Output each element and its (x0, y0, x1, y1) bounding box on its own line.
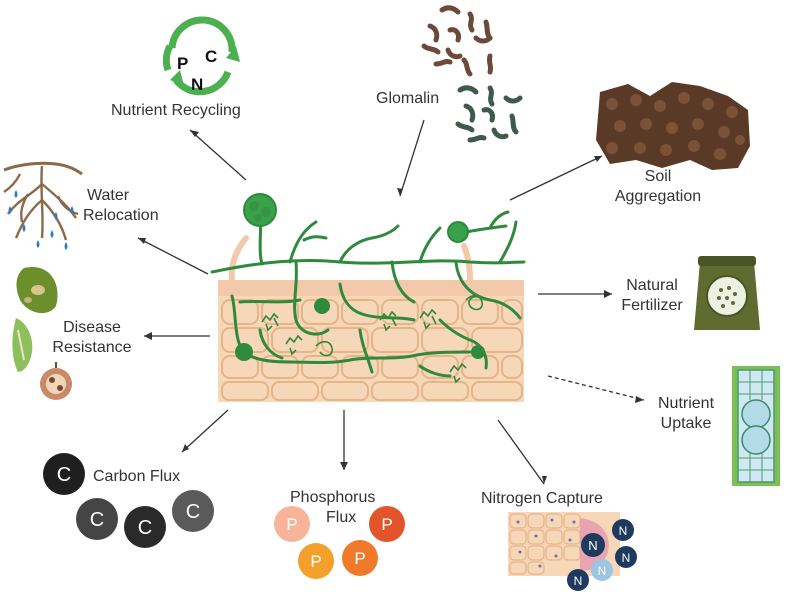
root-hair (228, 235, 249, 283)
label-natural-fertilizer-line1: Natural (626, 277, 678, 294)
nitrogen-letter: N (574, 574, 583, 588)
phosphorus-letter: P (286, 515, 297, 534)
phosphorus-circle-icon: P (298, 543, 334, 579)
cycle-letter-n: N (191, 75, 203, 94)
carbon-circle-icon: C (76, 498, 118, 540)
label-nutrient-uptake-line1: Nutrient (657, 395, 715, 412)
cycle-letter-p: P (177, 54, 188, 73)
glomalin-icon (421, 5, 523, 143)
label-nutrient-uptake: Nutrient Uptake (648, 394, 724, 434)
label-disease-resistance: Disease Resistance (44, 318, 140, 358)
carbon-letter: C (90, 509, 104, 531)
fertilizer-bag-icon (694, 256, 760, 330)
connector-lines (137, 119, 645, 485)
nitrogen-circle-icon: N (612, 519, 634, 541)
phosphorus-circle-icon: P (369, 506, 405, 542)
carbon-circle-icon: C (43, 453, 85, 495)
label-natural-fertilizer: Natural Fertilizer (612, 276, 692, 316)
carbon-circle-icon: C (172, 490, 214, 532)
carbon-letter: C (138, 517, 152, 539)
nitrogen-letter: N (619, 524, 628, 538)
nitrogen-circle-icon: N (567, 569, 589, 591)
nitrogen-circle-icon: N (615, 546, 637, 568)
phosphorus-group: P P P P (274, 506, 405, 579)
phosphorus-circle-icon: P (274, 506, 310, 542)
label-water-relocation-line2: Relocation (83, 207, 159, 224)
carbon-circle-icon: C (124, 506, 166, 548)
label-natural-fertilizer-line2: Fertilizer (621, 297, 683, 314)
label-water-relocation-line1: Water (87, 187, 130, 204)
root-cells (221, 299, 523, 401)
carbon-letter: C (57, 464, 71, 486)
label-disease-resistance-line1: Disease (63, 319, 121, 336)
cycle-letter-c: C (205, 47, 217, 66)
phosphorus-letter: P (354, 549, 365, 568)
nitrogen-circle-icon: N (591, 559, 613, 581)
nutrient-cycle-icon: P C N (162, 16, 240, 96)
soil-aggregate-icon (596, 82, 750, 170)
label-glomalin: Glomalin (376, 90, 440, 107)
label-disease-resistance-line2: Resistance (52, 339, 132, 356)
label-soil-aggregation-line2: Aggregation (614, 188, 702, 205)
water-roots-icon (3, 161, 83, 250)
label-phosphorus-flux: Phosphorus Flux (290, 488, 375, 528)
label-water-relocation: Water Relocation (83, 186, 159, 226)
arbuscules (261, 294, 484, 384)
carbon-group: C C C C (43, 453, 214, 548)
label-nitrogen-capture: Nitrogen Capture (481, 490, 603, 507)
phosphorus-letter: P (310, 552, 321, 571)
nitrogen-group: N N N N N (567, 519, 637, 591)
label-carbon-flux: Carbon Flux (93, 468, 181, 485)
label-soil-aggregation-line1: Soil (644, 168, 672, 185)
label-phosphorus-flux-line2: Flux (326, 509, 357, 526)
label-phosphorus-flux-line1: Phosphorus (290, 489, 376, 506)
carbon-letter: C (186, 501, 200, 523)
nitrogen-letter: N (588, 538, 597, 553)
hyphae-network (210, 210, 526, 378)
phosphorus-letter: P (381, 515, 392, 534)
label-soil-aggregation: Soil Aggregation (610, 167, 706, 207)
diseased-leaf-icon (12, 266, 72, 400)
nitrogen-letter: N (622, 551, 631, 565)
fungal-spores (235, 193, 485, 361)
root-cross-section-icon (732, 366, 780, 486)
nitrogen-letter: N (598, 564, 607, 578)
label-nutrient-recycling: Nutrient Recycling (111, 102, 241, 119)
nitrogen-circle-icon: N (581, 533, 605, 557)
connector-arrowheads (138, 130, 644, 484)
phosphorus-circle-icon: P (342, 540, 378, 576)
label-nutrient-uptake-line2: Uptake (660, 415, 712, 432)
